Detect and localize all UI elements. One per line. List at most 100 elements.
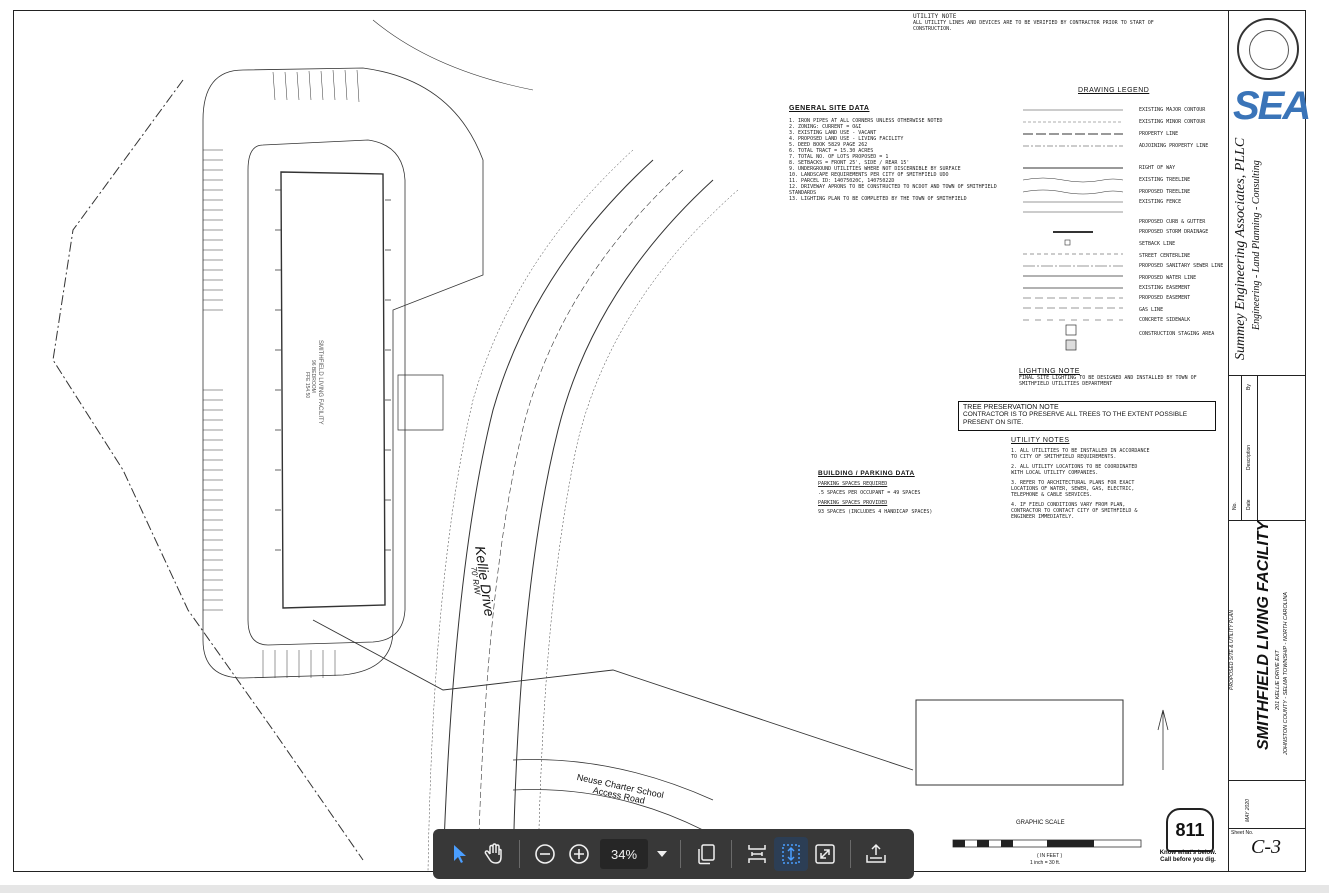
legend-item: PROPOSED TREELINE (1139, 189, 1191, 195)
legend-item: EXISTING MAJOR CONTOUR (1139, 107, 1206, 113)
utility-notes-item: 1. ALL UTILITIES TO BE INSTALLED IN ACCO… (1011, 448, 1150, 460)
firm-tagline: Engineering - Land Planning - Consulting (1251, 160, 1262, 330)
building-sub: 96 BEDROOM (310, 360, 316, 393)
utility-note-text: ALL UTILITY LINES AND DEVICES ARE TO BE … (913, 20, 1154, 32)
sheet-number: C-3 (1251, 836, 1281, 858)
legend-item: EXISTING FENCE (1139, 199, 1182, 205)
lighting-note: LIGHTING NOTE FINAL SITE LIGHTING TO BE … (1019, 368, 1219, 387)
legend-item: RIGHT OF WAY (1139, 165, 1176, 171)
graphic-scale-heading: GRAPHIC SCALE (1016, 820, 1065, 826)
legend-item: PROPOSED CURB & GUTTER (1139, 219, 1206, 225)
call-811-text: Know what's below. Call before you dig. (1148, 850, 1228, 864)
parking-provided-value: 93 SPACES (INCLUDES 4 HANDICAP SPACES) (818, 509, 933, 515)
plan-name: PROPOSED SITE & UTILITY PLAN (1229, 610, 1235, 690)
download-icon[interactable] (859, 837, 893, 871)
site-data-item: 6. TOTAL TRACT = 15.30 ACRES (789, 148, 874, 154)
legend-item: ADJOINING PROPERTY LINE (1139, 143, 1209, 149)
issue-date: MAY 2020 (1245, 799, 1251, 822)
legend-item: EXISTING TREELINE (1139, 177, 1191, 183)
site-data-item: 7. TOTAL NO. OF LOTS PROPOSED = 1 (789, 154, 889, 160)
site-data-item: 4. PROPOSED LAND USE - LIVING FACILITY (789, 136, 904, 142)
legend-item: PROPOSED STORM DRAINAGE (1139, 229, 1209, 235)
fit-width-icon[interactable] (740, 837, 774, 871)
kellie-drive-edge-2 (512, 179, 714, 872)
site-plan-drawing (52, 19, 1169, 872)
site-data-item: 12. DRIVEWAY APRONS TO BE CONSTRUCTED TO… (789, 184, 997, 196)
graphic-scale-units: ( IN FEET ) (1037, 853, 1063, 859)
graphic-scale-ratio: 1 inch = 30 ft. (1030, 860, 1061, 866)
toolbar-separator (850, 840, 851, 868)
tree-note-heading: TREE PRESERVATION NOTE (963, 404, 1059, 411)
parking-required-value: .5 SPACES PER OCCUPANT = 49 SPACES (818, 490, 921, 496)
toolbar-separator (519, 840, 520, 868)
parking-lot-outline (202, 67, 484, 679)
firm-logo: SEA (1233, 84, 1311, 128)
drawing-legend-heading: DRAWING LEGEND (1078, 87, 1150, 94)
call-811-line2: Call before you dig. (1160, 857, 1216, 863)
utility-notes-item: 2. ALL UTILITY LOCATIONS TO BE COORDINAT… (1011, 464, 1138, 476)
building-ffe: FFE 154.50 (304, 372, 310, 399)
building-parking-heading: BUILDING / PARKING DATA (818, 470, 915, 477)
site-data-item: 5. DEED BOOK 5829 PAGE 262 (789, 142, 868, 148)
title-block: SEA Summey Engineering Associates, PLLC … (1228, 10, 1311, 872)
tree-preservation-box: TREE PRESERVATION NOTE CONTRACTOR IS TO … (958, 401, 1216, 431)
toolbar-separator (680, 840, 681, 868)
site-data-item: 9. UNDERGROUND UTILITIES WHERE NOT DISCE… (789, 166, 961, 172)
expand-icon[interactable] (808, 837, 842, 871)
call-811-logo: 811 (1166, 808, 1214, 852)
rev-no-label: No. (1232, 502, 1238, 510)
arrow-pointer-icon[interactable] (443, 837, 477, 871)
firm-name: Summey Engineering Associates, PLLC (1233, 137, 1248, 360)
legend-item: PROPOSED EASEMENT (1139, 295, 1191, 301)
utility-note-heading: UTILITY NOTE (913, 13, 957, 20)
legend-item: EXISTING MINOR CONTOUR (1139, 119, 1206, 125)
zoom-in-icon[interactable] (562, 837, 596, 871)
parking-lot-inner (247, 139, 406, 646)
site-data-item: 8. SETBACKS = FRONT 25', SIDE / REAR 15' (789, 160, 910, 166)
legend-item: CONCRETE SIDEWALK (1139, 317, 1191, 323)
site-data-item: 11. PARCEL ID: 14075020C, 14075022D (789, 178, 895, 184)
zoom-out-icon[interactable] (528, 837, 562, 871)
general-site-data-heading: GENERAL SITE DATA (789, 105, 870, 112)
site-data-item: 13. LIGHTING PLAN TO BE COMPLETED BY THE… (789, 196, 967, 202)
chevron-down-icon[interactable] (652, 837, 672, 871)
utility-notes-item: 4. IF FIELD CONDITIONS VARY FROM PLAN, C… (1011, 502, 1138, 520)
legend-item: PROPERTY LINE (1139, 131, 1179, 137)
kellie-drive-edge-1 (442, 159, 654, 872)
building-footprint (280, 171, 386, 609)
legend-item: SETBACK LINE (1139, 241, 1176, 247)
rev-description-label: Description (1246, 444, 1252, 470)
legend-item: STREET CENTERLINE (1139, 253, 1191, 259)
drawing-sheet (13, 10, 1306, 872)
hand-pan-icon[interactable] (477, 837, 511, 871)
parking-required-label: PARKING SPACES REQUIRED (818, 481, 888, 487)
legend-item: PROPOSED SANITARY SEWER LINE (1139, 263, 1224, 269)
pdf-viewer-toolbar: 34% (433, 829, 914, 879)
fit-page-icon[interactable] (774, 837, 808, 871)
parking-provided-label: PARKING SPACES PROVIDED (818, 500, 888, 506)
legend-item: GAS LINE (1139, 307, 1164, 313)
lighting-note-text: FINAL SITE LIGHTING TO BE DESIGNED AND I… (1019, 375, 1197, 387)
copy-pages-icon[interactable] (689, 837, 723, 871)
project-location: JOHNSTON COUNTY - SELMA TOWNSHIP - NORTH… (1283, 592, 1289, 755)
viewer-bottom-bar (0, 885, 1329, 893)
site-data-item: 2. ZONING: CURRENT = O&I (789, 124, 862, 130)
zoom-level-field[interactable]: 34% (600, 839, 648, 869)
legend-item: CONSTRUCTION STAGING AREA (1139, 331, 1215, 337)
call-811-line1: Know what's below. (1159, 850, 1217, 856)
property-line (52, 79, 364, 861)
project-address: 201 KELLIE DRIVE EXT (1275, 650, 1281, 710)
site-data-item: 10. LANDSCAPE REQUIREMENTS PER CITY OF S… (789, 172, 949, 178)
building-label: SMITHFIELD LIVING FACILITY (317, 340, 323, 425)
legend-item: EXISTING EASEMENT (1139, 285, 1191, 291)
rev-date-label: Date (1246, 499, 1252, 510)
lighting-note-heading: LIGHTING NOTE (1019, 368, 1080, 375)
engineer-seal (1237, 18, 1299, 80)
utility-notes-heading: UTILITY NOTES (1011, 437, 1070, 444)
tree-note-text: CONTRACTOR IS TO PRESERVE ALL TREES TO T… (963, 411, 1188, 426)
sheet-no-label: Sheet No. (1231, 830, 1254, 836)
utility-note-top: UTILITY NOTE ALL UTILITY LINES AND DEVIC… (913, 13, 1193, 33)
rev-by-label: By (1246, 384, 1252, 390)
project-title: SMITHFIELD LIVING FACILITY (1255, 520, 1272, 750)
site-data-item: 1. IRON PIPES AT ALL CORNERS UNLESS OTHE… (789, 118, 943, 124)
